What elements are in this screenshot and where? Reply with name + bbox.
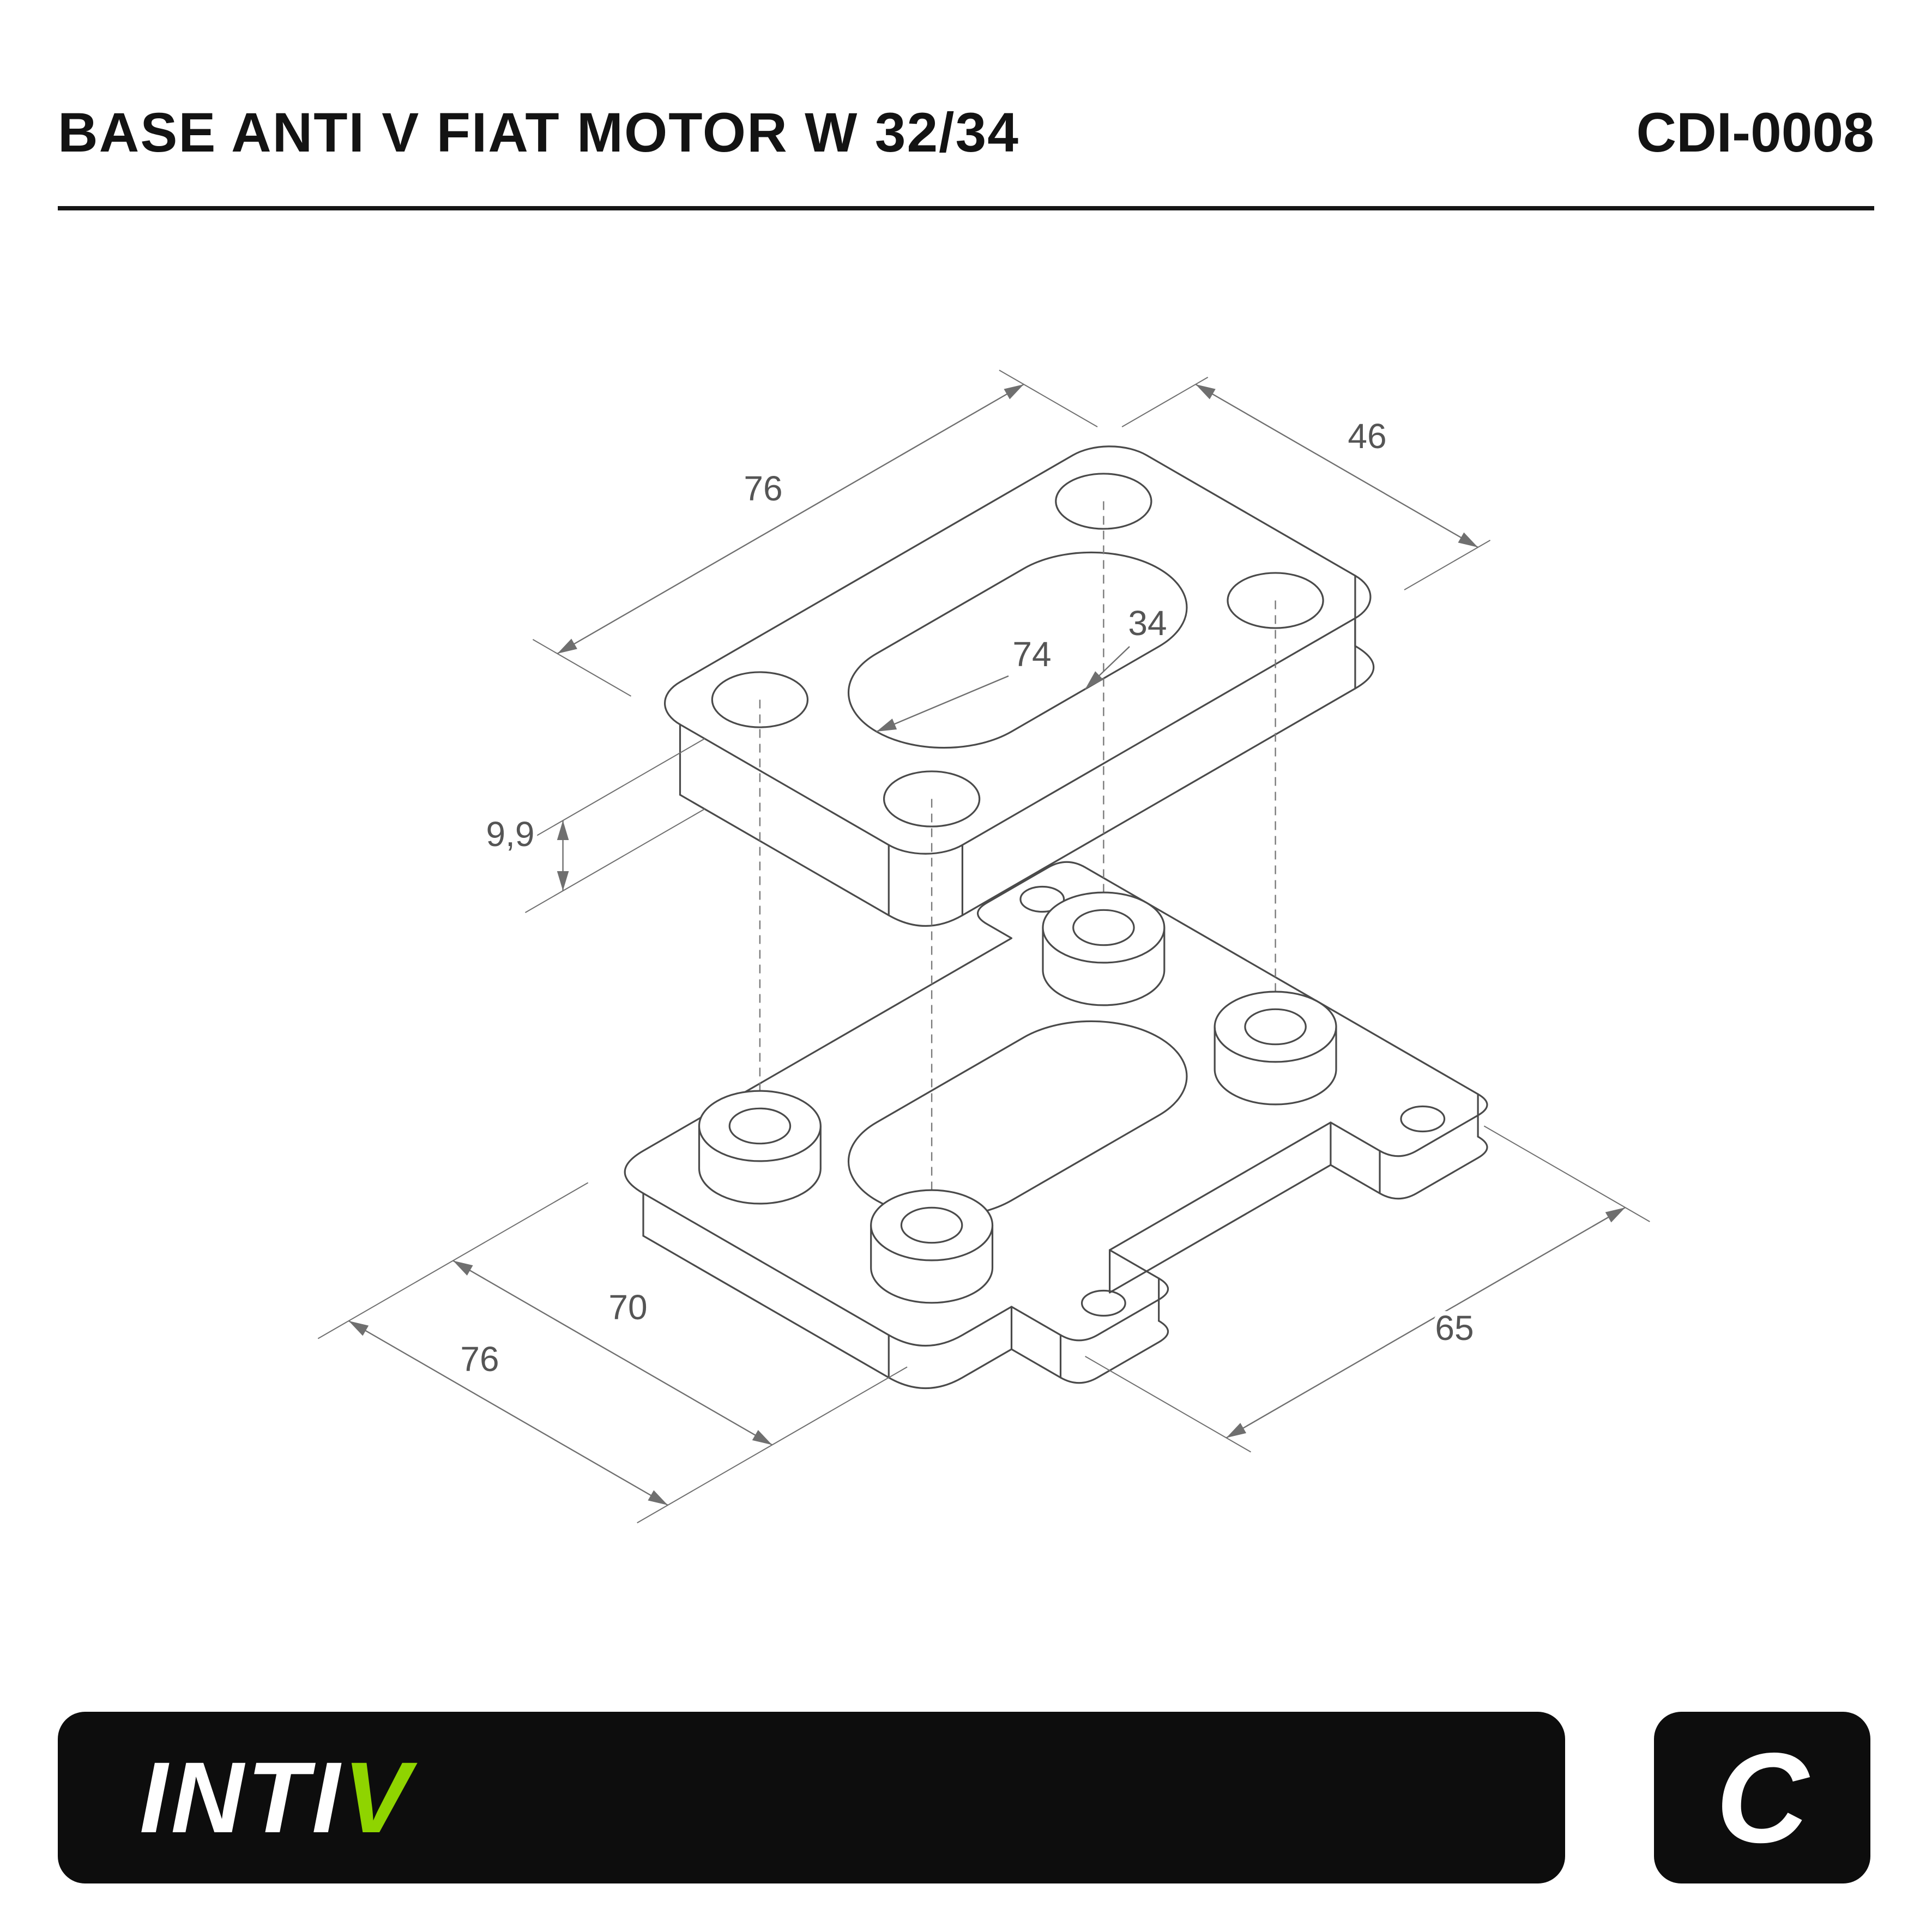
bottom-plate-side-fill [643, 1094, 1487, 1388]
d imension-label-thickness: 9,9 [486, 814, 535, 854]
bottom-plate-tab-hole [1073, 1285, 1134, 1321]
boss-hole [728, 1107, 792, 1145]
mounting-bosses [698, 891, 1337, 1304]
brand-mark-badge: C [1654, 1712, 1870, 1883]
dimension-label-bottom-span: 70 [608, 1288, 647, 1327]
brand-accent-v: V [343, 1741, 414, 1854]
brand-text: INTI [140, 1741, 343, 1854]
dimension-label-top-length: 76 [744, 469, 782, 508]
boss-hole [1244, 1008, 1307, 1046]
page-title: BASE ANTI V FIAT MOTOR W 32/34 [58, 101, 1019, 164]
dimension-label-slot-length: 74 [1012, 635, 1051, 674]
dimension-label-bottom-length: 76 [460, 1339, 499, 1379]
bottom-plate [564, 857, 1496, 1389]
bottom-plate-tab-hole [1392, 1101, 1453, 1137]
top-plate-side-fill [680, 576, 1374, 926]
bottom-plate-slot [809, 999, 1227, 1240]
boss [1042, 891, 1166, 1006]
bottom-plate-vertical-edges [642, 1093, 1479, 1379]
dimension-label-bottom-width: 65 [1435, 1308, 1474, 1348]
boss [870, 1189, 994, 1304]
top-plate-vertical-edges [679, 575, 1356, 916]
boss [698, 1090, 822, 1205]
boss-hole [900, 1206, 963, 1244]
boss-hole [1072, 909, 1135, 946]
header-divider [58, 206, 1874, 210]
boss [1213, 991, 1337, 1106]
dimension-label-slot-width: 34 [1128, 603, 1167, 643]
alignment-lines [759, 501, 1276, 1225]
dimension-label-top-width: 46 [1348, 416, 1386, 456]
footer-bar: INTIV [58, 1712, 1565, 1883]
brand-logo: INTIV [140, 1740, 414, 1856]
dimension-labels: 76 46 74 34 9,9 70 76 65 [456, 412, 1478, 1383]
part-number: CDI-0008 [1636, 101, 1874, 164]
dimension-lines [317, 370, 1650, 1524]
bottom-plate-bottom-edge [642, 1136, 1488, 1389]
brand-mark-letter: C [1716, 1726, 1809, 1869]
